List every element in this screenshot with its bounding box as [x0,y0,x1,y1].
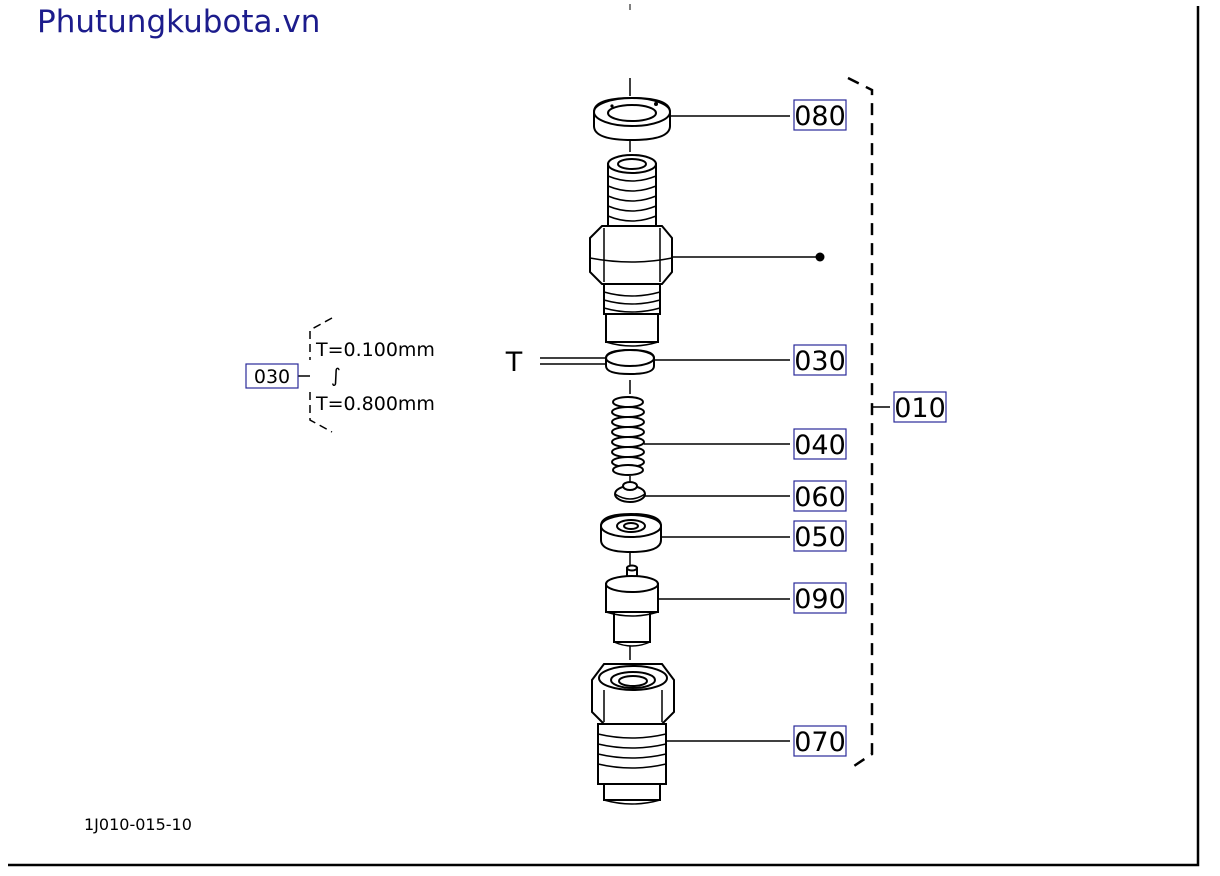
callout-080[interactable]: 080 [794,101,846,132]
callout-box-060 [793,480,847,512]
part-030-shim[interactable] [605,348,655,376]
callout-010[interactable]: 010 [894,393,946,424]
frame-border [8,6,1200,867]
part-050-spacer[interactable] [600,512,662,554]
callout-040[interactable]: 040 [794,430,846,461]
part-040-spring[interactable] [611,396,645,476]
part-070-nut[interactable] [591,663,675,805]
callout-box-070 [793,725,847,757]
shim-thickness-label: T [505,347,523,378]
leader-lines [540,115,825,742]
drawing-code: 1J010-015-10 [84,815,192,834]
thickness-min: T=0.100mm [315,339,435,361]
callout-060[interactable]: 060 [794,482,846,513]
callout-030-detail[interactable]: 030 [254,366,290,388]
part-080-washer[interactable] [593,96,671,142]
part-060-pin[interactable] [614,481,646,503]
shim-thickness-detail [245,317,333,433]
callout-030[interactable]: 030 [794,346,846,377]
thickness-max: T=0.800mm [315,393,435,415]
callout-box-090 [793,582,847,614]
callout-box-080 [793,99,847,131]
thickness-range-symbol: ∫ [331,365,341,387]
callout-box-050 [793,520,847,552]
callout-090[interactable]: 090 [794,584,846,615]
callout-box-010 [893,391,947,423]
watermark-text: Phutungkubota.vn [37,4,321,40]
callout-070[interactable]: 070 [794,727,846,758]
callout-box-030 [793,344,847,376]
part-holder-body[interactable] [589,154,673,347]
callout-050[interactable]: 050 [794,522,846,553]
part-090-nozzle[interactable] [605,564,659,647]
callout-box-040 [793,428,847,460]
callout-box-030-detail [245,363,299,389]
assembly-bracket-010 [847,76,890,772]
